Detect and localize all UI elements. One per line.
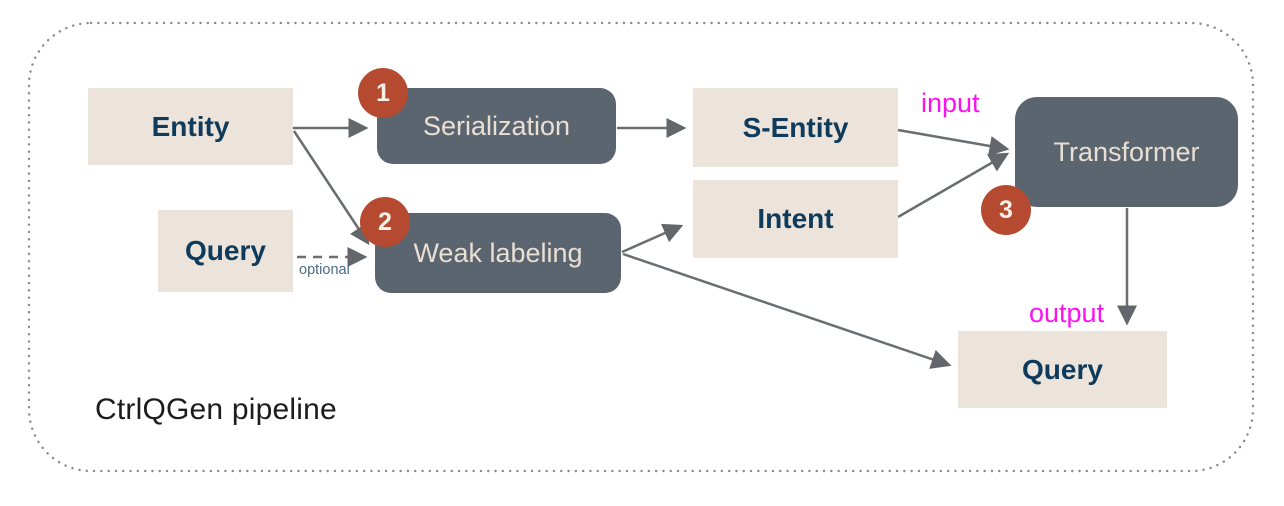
arrow-weak-labeling-to-query-output xyxy=(622,252,952,369)
node-query-output-label: Query xyxy=(1022,353,1103,385)
dotted-border xyxy=(27,21,1255,473)
node-transformer-label: Transformer xyxy=(1053,136,1200,167)
node-weak-labeling-label: Weak labeling xyxy=(413,237,583,268)
node-serialization: Serialization xyxy=(377,88,616,164)
node-s-entity: S-Entity xyxy=(693,88,898,167)
step-badge-1-number: 1 xyxy=(376,78,390,107)
step-badge-2: 2 xyxy=(360,197,410,247)
input-annotation: input xyxy=(921,88,980,118)
optional-annotation: optional xyxy=(299,262,350,278)
node-intent-label: Intent xyxy=(757,203,834,234)
step-badge-2-number: 2 xyxy=(378,207,392,236)
output-annotation: output xyxy=(1029,298,1105,328)
step-badge-1: 1 xyxy=(358,68,408,118)
arrow-intent-to-transformer xyxy=(897,152,1010,219)
node-query-input: Query xyxy=(158,210,293,292)
node-intent: Intent xyxy=(693,180,898,258)
step-badge-3-number: 3 xyxy=(999,195,1013,224)
node-s-entity-label: S-Entity xyxy=(742,111,849,143)
arrow-s-entity-to-transformer xyxy=(897,128,1010,156)
arrow-entity-to-weak-labeling xyxy=(292,130,370,246)
diagram-title: CtrlQGen pipeline xyxy=(95,393,337,426)
node-entity: Entity xyxy=(88,88,293,165)
node-entity-label: Entity xyxy=(151,110,230,142)
node-serialization-label: Serialization xyxy=(422,110,571,141)
node-query-input-label: Query xyxy=(185,235,266,266)
node-transformer: Transformer xyxy=(1015,97,1238,207)
arrow-weak-labeling-to-intent xyxy=(621,223,684,254)
step-badge-3: 3 xyxy=(981,185,1031,235)
node-weak-labeling: Weak labeling xyxy=(375,213,621,293)
node-query-output: Query xyxy=(958,331,1167,408)
